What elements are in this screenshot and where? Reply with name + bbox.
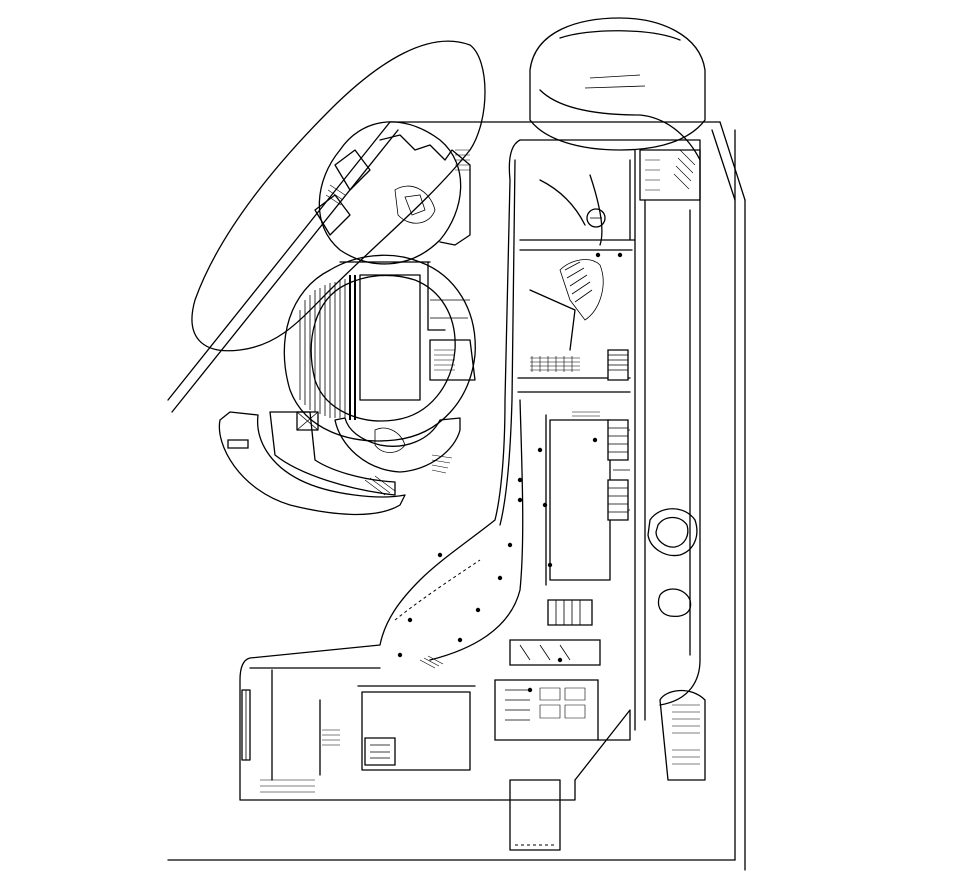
main-building	[239, 139, 706, 851]
site-boundary	[167, 121, 746, 871]
northwest-pavilion	[191, 40, 486, 352]
structural-columns	[397, 252, 623, 693]
northeast-dome	[529, 17, 706, 161]
auditorium	[283, 254, 476, 442]
southwest-wing	[218, 411, 461, 516]
